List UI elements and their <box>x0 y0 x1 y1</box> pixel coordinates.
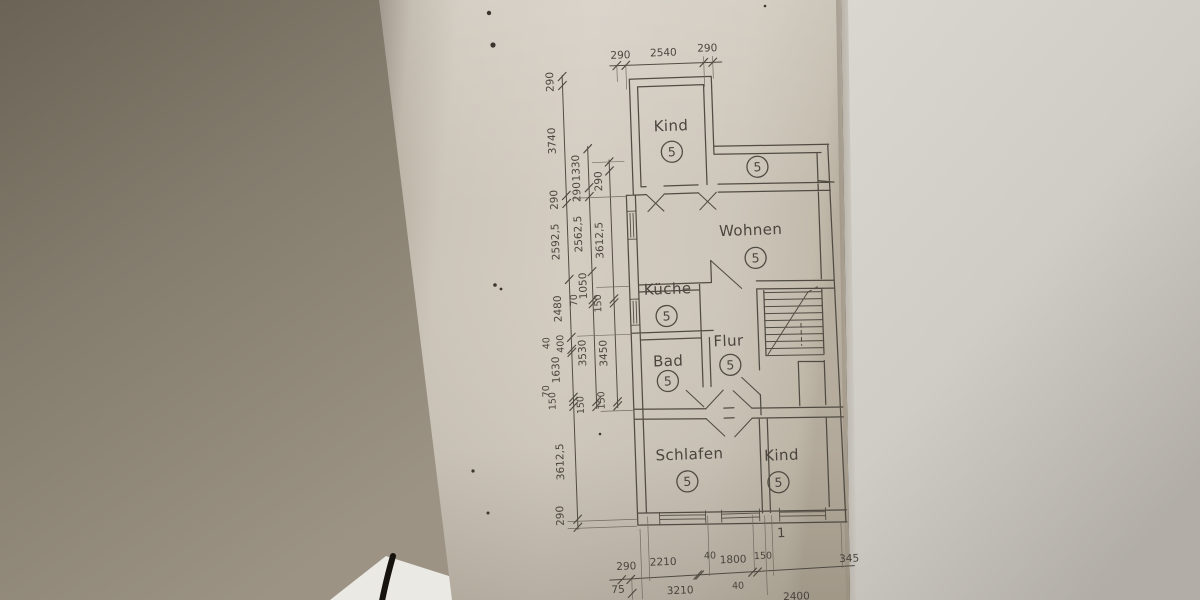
dim-label: 40 <box>704 550 716 561</box>
floorplan-drawing: 290 2540 290 290 3740 290 2592,5 2480 40… <box>541 42 859 600</box>
dim-label: 290 <box>571 182 584 202</box>
unit-circle <box>676 470 699 493</box>
dim-label: 150 <box>575 396 587 415</box>
dim-label: 3612,5 <box>593 222 606 259</box>
dim-label: 1800 <box>720 553 747 566</box>
unit-number: 5 <box>726 357 734 372</box>
dim-label: 2400 <box>783 590 810 600</box>
sheet-number: 1 <box>777 526 786 541</box>
unit-number: 5 <box>774 475 782 490</box>
room-label-wohnen: Wohnen <box>719 220 783 240</box>
room-labels: Kind Wohnen Küche Flur Bad Schlafen Kind… <box>644 116 800 541</box>
unit-circle <box>746 155 769 178</box>
top-dimension-labels: 290 2540 290 <box>610 42 717 62</box>
table-surface <box>330 556 474 600</box>
dim-label: 3530 <box>576 339 589 366</box>
left-outer-dimension-labels: 290 3740 290 2592,5 2480 400 40 1630 70 … <box>541 72 567 526</box>
dim-label: 290 <box>616 560 636 573</box>
staircase-dashed-line <box>800 285 821 346</box>
right-backdrop <box>841 0 1200 600</box>
unit-number: 5 <box>668 144 676 159</box>
room-label-schlafen: Schlafen <box>655 444 723 464</box>
unit-circle <box>656 369 680 393</box>
dim-label: 3450 <box>597 340 610 367</box>
unit-circle <box>655 304 678 328</box>
dim-label: 290 <box>544 72 557 92</box>
dim-label: 75 <box>611 584 625 596</box>
dim-label: 290 <box>697 42 717 55</box>
unit-circle <box>719 353 742 376</box>
dim-label: 70 <box>569 294 580 306</box>
unit-circle <box>660 140 684 163</box>
unit-number: 5 <box>683 474 691 489</box>
door-swings <box>645 191 761 438</box>
dim-label: 3740 <box>546 127 559 154</box>
dim-label: 2210 <box>650 556 677 569</box>
dimension-ticks <box>557 57 763 599</box>
cable <box>379 553 396 600</box>
dim-label: 40 <box>541 337 552 349</box>
unit-number-circles <box>655 140 790 494</box>
left-middle-dimension-labels: 1330 290 2562,5 1050 70 3530 150 <box>569 155 590 415</box>
extension-lines <box>567 55 843 600</box>
dim-label: 290 <box>610 49 630 62</box>
dim-label: 2562,5 <box>572 215 585 252</box>
dimension-lines <box>561 61 855 581</box>
dim-label: 2540 <box>650 47 677 60</box>
unit-circle <box>767 471 790 494</box>
dim-label: 150 <box>547 392 559 411</box>
staircase-treads <box>763 291 825 357</box>
paper-specks <box>471 4 767 515</box>
unit-number: 5 <box>662 308 670 323</box>
dim-label: 150 <box>754 551 773 563</box>
room-label-bad: Bad <box>653 351 684 370</box>
room-label-flur: Flur <box>713 331 744 350</box>
dim-label: 1630 <box>550 356 563 383</box>
room-label-kueche: Küche <box>644 279 692 299</box>
unit-number: 5 <box>751 250 759 265</box>
room-label-kind-bottom: Kind <box>764 446 799 465</box>
left-inner-dimension-labels: 290 3612,5 150 3450 150 <box>593 171 611 410</box>
walls <box>625 75 848 526</box>
dim-label: 2592,5 <box>549 223 562 260</box>
dim-label: 3210 <box>667 584 694 597</box>
bottom-dimension-labels: 290 2210 40 1800 150 345 75 3210 40 2400 <box>611 550 859 600</box>
dim-label: 1050 <box>577 272 590 299</box>
paper-fold-shadow <box>836 0 857 600</box>
dim-label: 345 <box>839 552 859 565</box>
dim-label: 290 <box>548 190 561 210</box>
dim-label: 3612,5 <box>554 443 567 480</box>
unit-circle <box>744 246 767 270</box>
unit-number: 5 <box>664 373 672 388</box>
unit-number: 5 <box>753 159 761 174</box>
room-label-kind-top: Kind <box>653 116 688 135</box>
dim-label: 70 <box>541 385 552 397</box>
dim-label: 1330 <box>570 155 583 182</box>
dim-label: 290 <box>593 171 606 191</box>
dim-label: 400 <box>555 334 567 353</box>
dim-label: 290 <box>554 506 567 526</box>
dim-label: 40 <box>732 580 744 591</box>
unit-numbers: 5 5 5 5 5 5 5 5 <box>662 144 782 490</box>
window-symbols <box>626 210 827 525</box>
dim-label: 150 <box>596 391 608 410</box>
dim-label: 150 <box>593 294 605 313</box>
dim-label: 2480 <box>552 295 565 322</box>
